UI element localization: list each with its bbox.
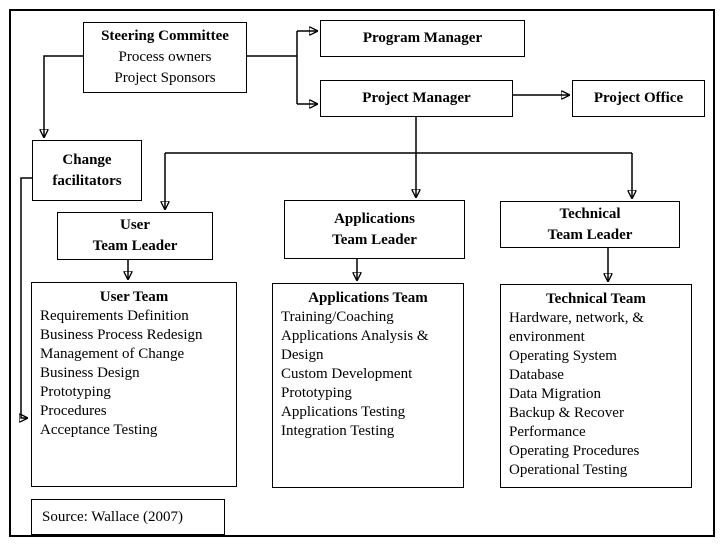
- node-title: Project Office: [593, 90, 684, 106]
- node-title: Project Manager: [362, 90, 471, 106]
- team-activity: Prototyping: [281, 385, 352, 401]
- node-line: User: [120, 217, 150, 233]
- source-note-text: Source: Wallace (2007): [42, 508, 183, 525]
- team-title: User Team: [99, 289, 169, 305]
- team-activity: Performance: [509, 424, 586, 440]
- team-activity: Requirements Definition: [40, 308, 189, 324]
- arrow-steering-to-change-facilitators: [44, 55, 83, 137]
- team-activity: Data Migration: [509, 386, 602, 402]
- node-technical-team: Technical Team Hardware, network, & envi…: [500, 284, 692, 488]
- node-applications-team: Applications Team Training/Coaching Appl…: [272, 283, 464, 488]
- team-activity: Database: [509, 367, 564, 383]
- team-title: Applications Team: [308, 290, 428, 306]
- team-activity: Integration Testing: [281, 423, 395, 439]
- node-line: facilitators: [52, 172, 122, 189]
- node-line: Team Leader: [92, 238, 178, 254]
- team-activity: Training/Coaching: [281, 309, 394, 325]
- team-activity: Custom Development: [281, 366, 413, 382]
- team-activity: Prototyping: [40, 384, 111, 400]
- node-line: Project Sponsors: [114, 70, 216, 86]
- team-activity: Applications Analysis & Design: [281, 328, 429, 363]
- node-line: Change: [62, 151, 112, 168]
- team-activity: Operating Procedures: [509, 443, 640, 459]
- team-activity: Hardware, network, & environment: [509, 310, 644, 345]
- team-activity: Operational Testing: [509, 462, 628, 478]
- team-activity: Procedures: [40, 403, 107, 419]
- node-line: Team Leader: [332, 231, 417, 248]
- node-user-team-leader: User Team Leader: [57, 212, 213, 260]
- node-technical-team-leader: Technical Team Leader: [500, 201, 680, 248]
- node-user-team: User Team Requirements Definition Busine…: [31, 282, 237, 487]
- arrow-change-facilitators-to-user-team: [21, 177, 32, 418]
- team-activity: Management of Change: [40, 346, 185, 362]
- node-project-office: Project Office: [572, 80, 705, 117]
- node-steering-committee: Steering Committee Process owners Projec…: [83, 22, 247, 93]
- node-change-facilitators: Change facilitators: [32, 140, 142, 201]
- node-project-manager: Project Manager: [320, 80, 513, 117]
- team-title: Technical Team: [546, 291, 646, 307]
- source-note-box: Source: Wallace (2007): [31, 499, 225, 535]
- node-applications-team-leader: Applications Team Leader: [284, 200, 465, 259]
- team-activity: Operating System: [509, 348, 617, 364]
- node-line: Team Leader: [547, 226, 633, 243]
- team-activity: Acceptance Testing: [40, 422, 158, 438]
- team-activity: Business Design: [40, 365, 140, 381]
- team-activity: Backup & Recover: [509, 405, 624, 421]
- node-title: Steering Committee: [101, 28, 229, 44]
- node-title: Program Manager: [362, 30, 483, 46]
- outer-border: [9, 9, 715, 537]
- team-activity: Applications Testing: [281, 404, 406, 420]
- node-program-manager: Program Manager: [320, 20, 525, 57]
- node-line: Process owners: [118, 49, 212, 65]
- team-activity: Business Process Redesign: [40, 327, 203, 343]
- node-line: Applications: [334, 210, 415, 227]
- node-line: Technical: [559, 205, 621, 222]
